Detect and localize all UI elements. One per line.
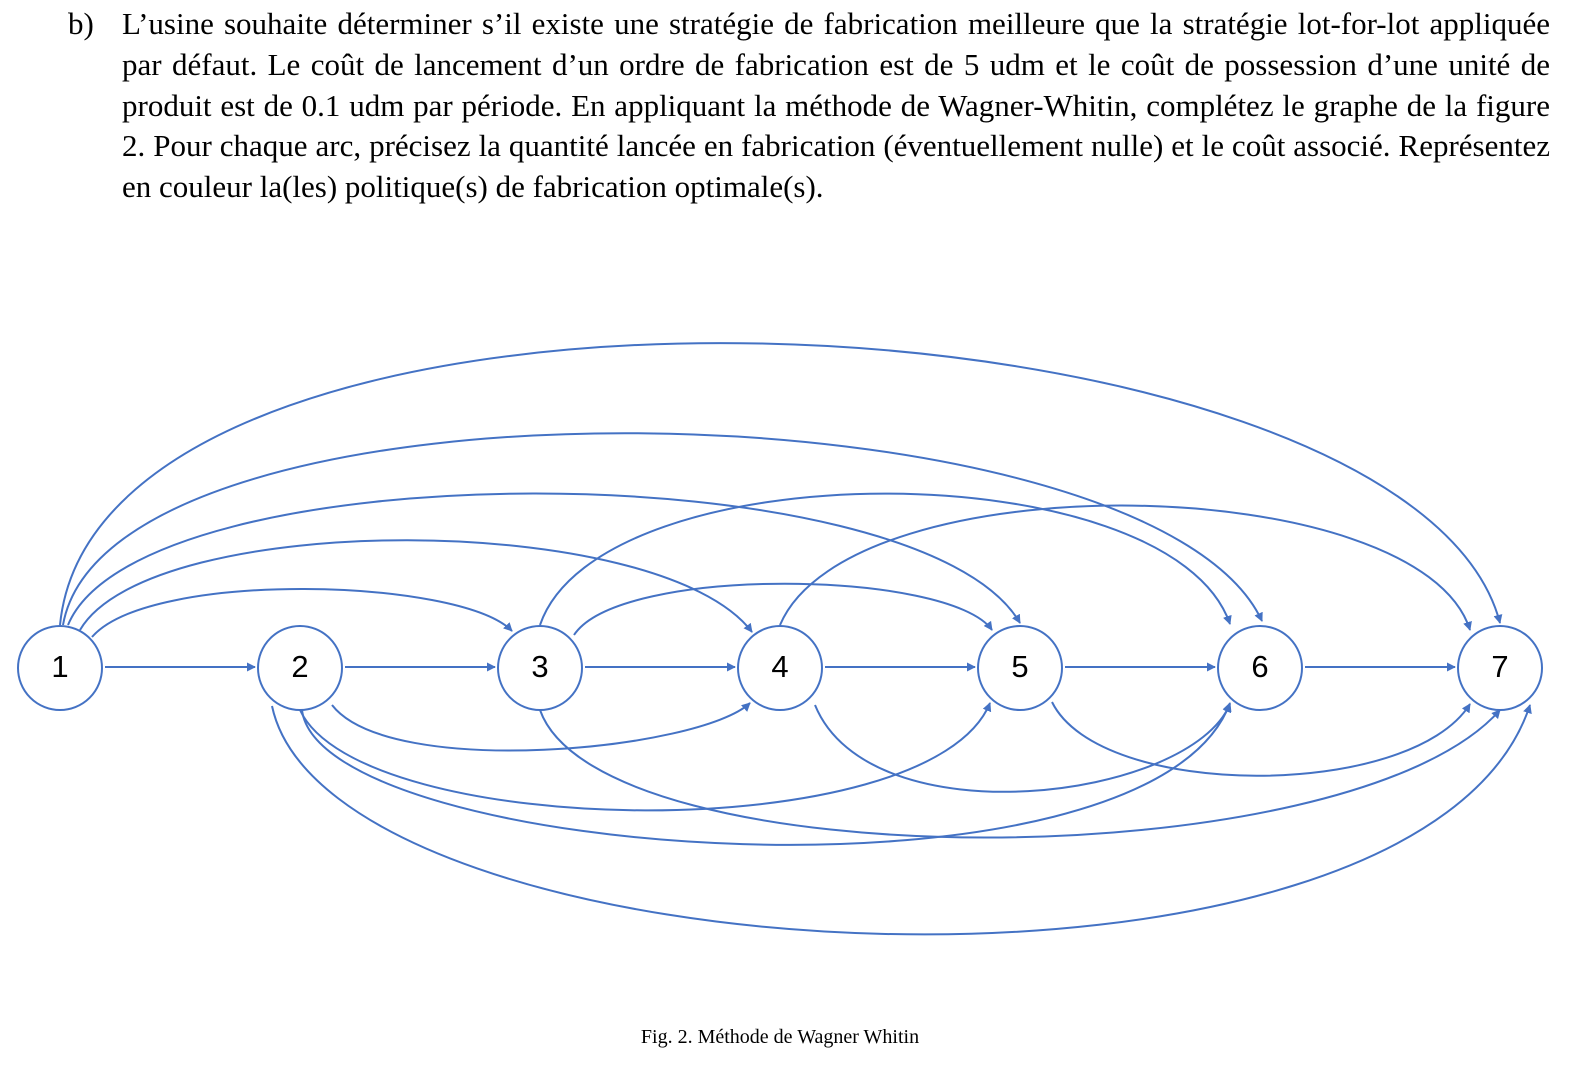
node-2: 2 xyxy=(257,625,343,711)
exercise-question: b) L’usine souhaite déterminer s’il exis… xyxy=(68,4,1550,208)
node-label: 5 xyxy=(1011,649,1028,684)
node-7: 7 xyxy=(1457,625,1543,711)
graph-arcs xyxy=(59,342,1532,936)
node-circle xyxy=(17,625,103,711)
question-text: L’usine souhaite déterminer s’il existe … xyxy=(122,6,1550,205)
figure-caption: Fig. 2. Méthode de Wagner Whitin xyxy=(640,1026,920,1048)
arc-4-to-6 xyxy=(814,703,1232,793)
node-circle xyxy=(1217,625,1303,711)
node-label: 2 xyxy=(291,649,308,684)
node-circle xyxy=(1457,625,1543,711)
arc-3-to-7 xyxy=(539,709,1501,839)
node-circle xyxy=(257,625,343,711)
node-label: 7 xyxy=(1491,649,1508,684)
arc-3-to-6 xyxy=(539,492,1232,626)
node-label: 6 xyxy=(1251,649,1268,684)
arc-1-to-6 xyxy=(62,432,1263,626)
arc-4-to-7 xyxy=(779,504,1472,631)
arc-2-to-6 xyxy=(301,702,1232,846)
node-label: 4 xyxy=(771,649,788,684)
graph-nodes: 1 2 3 4 5 6 7 xyxy=(17,625,1543,711)
node-6: 6 xyxy=(1217,625,1303,711)
arc-1-to-3 xyxy=(91,588,513,638)
arc-3-to-5 xyxy=(573,582,993,636)
node-circle xyxy=(497,625,583,711)
arc-1-to-4 xyxy=(79,539,753,633)
arc-2-to-5 xyxy=(299,702,992,812)
node-1: 1 xyxy=(17,625,103,711)
node-circle xyxy=(737,625,823,711)
node-4: 4 xyxy=(737,625,823,711)
arc-1-to-5 xyxy=(67,492,1021,626)
arc-2-to-7 xyxy=(271,704,1532,936)
node-label: 3 xyxy=(531,649,548,684)
node-3: 3 xyxy=(497,625,583,711)
arc-2-to-4 xyxy=(331,702,751,752)
node-label: 1 xyxy=(51,649,68,684)
node-circle xyxy=(977,625,1063,711)
node-5: 5 xyxy=(977,625,1063,711)
arc-5-to-7 xyxy=(1051,701,1471,777)
question-marker: b) xyxy=(68,6,94,41)
arc-1-to-7 xyxy=(59,342,1503,626)
